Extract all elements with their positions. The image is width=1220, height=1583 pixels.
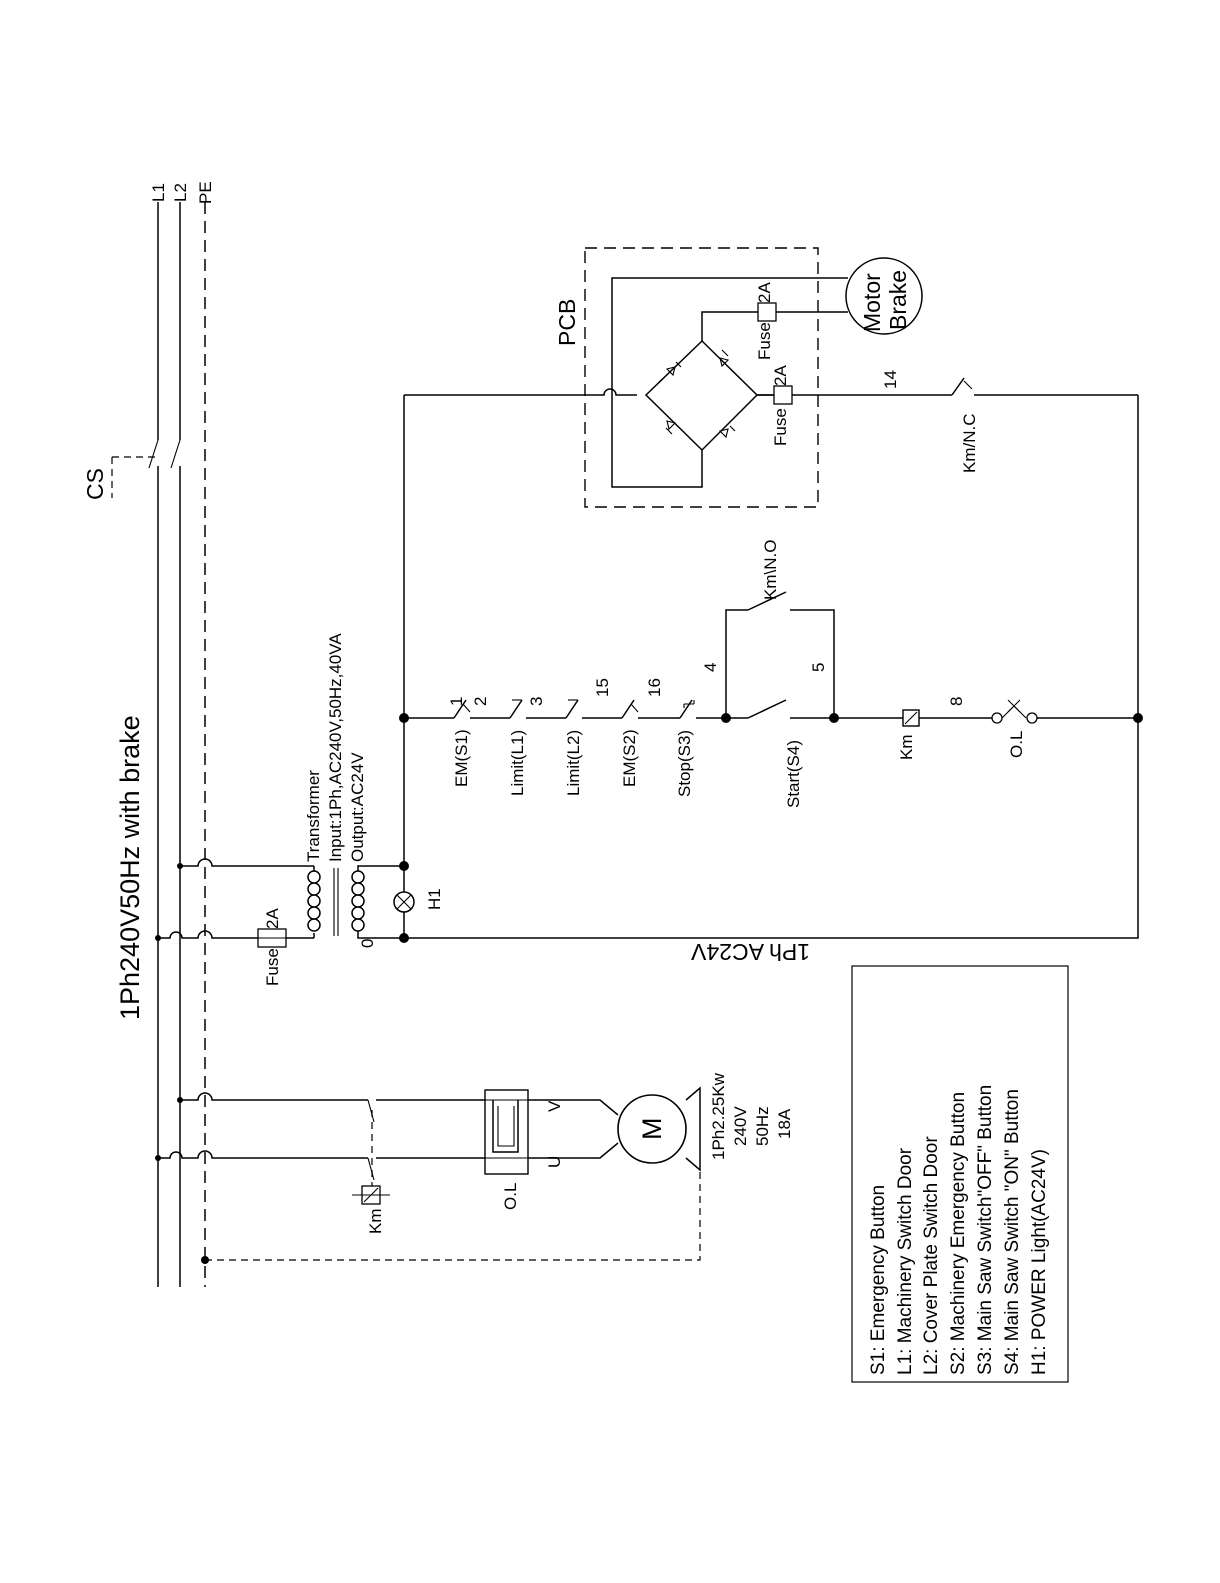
pcb-module: PCB Fuse 2A Fuse 2A Motor Brake: [554, 247, 923, 508]
motor-brake-line2: Brake: [885, 270, 911, 330]
overload-relay: [484, 1089, 529, 1175]
transformer-output: Output:AC24V: [348, 752, 367, 862]
wire-number-14: 14: [881, 370, 900, 389]
terminal-v-label: V: [545, 1100, 564, 1112]
line-label-pe: PE: [196, 181, 215, 204]
wire-number-3: 3: [527, 697, 546, 706]
lamp-label: H1: [425, 888, 444, 910]
terminal-u-label: U: [545, 1156, 564, 1168]
legend: S1: Emergency Button L1: Machinery Switc…: [851, 965, 1069, 1383]
pcb-fuse-top: [757, 302, 777, 322]
wire-number-8: 8: [947, 697, 966, 706]
wire-number-2: 2: [471, 697, 490, 706]
main-switch-cs: CS: [82, 439, 181, 500]
control-circuit: 1Ph AC24V 14 Km/N.C: [399, 370, 1143, 965]
km-no-label: Km\N.O: [761, 540, 780, 600]
legend-item-s3: S3: Main Saw Switch"OFF" Button: [975, 1085, 996, 1375]
motor-spec-power: 1Ph2.25Kw: [709, 1072, 728, 1160]
motor-brake: [845, 257, 923, 335]
pcb-fuse-bottom-rating: 2A: [771, 365, 790, 386]
wire-number-16: 16: [645, 678, 664, 697]
line-label-l2: L2: [171, 183, 190, 202]
motor-brake-line1: Motor: [859, 273, 885, 332]
limit-l2-label: Limit(L2): [564, 730, 583, 796]
diagram-title: 1Ph240V50Hz with brake: [115, 715, 145, 1020]
transformer-zero-label: 0: [358, 939, 377, 948]
motor: [617, 1094, 687, 1164]
ol-contact-label: O.L: [1007, 731, 1026, 758]
transformer-branch: Fuse 2A Transformer Input:1Ph,AC240V,50H…: [155, 633, 444, 986]
legend-item-s4: S4: Main Saw Switch "ON" Button: [1002, 1089, 1023, 1375]
motor-spec-voltage: 240V: [731, 1106, 750, 1146]
supply-voltage-label: 1Ph AC24V: [690, 939, 810, 965]
transformer-name: Transformer: [304, 770, 323, 862]
km-coil-label: Km: [897, 735, 916, 761]
legend-item-l1: L1: Machinery Switch Door: [895, 1147, 916, 1375]
pcb-fuse-bottom-label: Fuse: [771, 408, 790, 446]
em-s1-label: EM(S1): [452, 729, 471, 787]
km-nc-label: Km/N.C: [960, 414, 979, 474]
km-power-label: Km: [366, 1209, 385, 1235]
legend-item-h1: H1: POWER Light(AC24V): [1029, 1149, 1050, 1375]
pcb-fuse-top-rating: 2A: [755, 282, 774, 303]
wire-number-4: 4: [701, 663, 720, 672]
pcb-label: PCB: [554, 299, 580, 346]
stop-s3-label: Stop(S3): [675, 730, 694, 797]
ol-power-label: O.L: [501, 1183, 520, 1210]
wire-number-1: 1: [447, 697, 466, 706]
motor-spec-current: 18A: [775, 1108, 794, 1139]
fuse-label: Fuse: [263, 948, 282, 986]
pcb-fuse-top-label: Fuse: [755, 322, 774, 360]
limit-l1-label: Limit(L1): [508, 730, 527, 796]
wire-number-15: 15: [593, 678, 612, 697]
motor-symbol: M: [637, 1118, 667, 1141]
wire-number-5: 5: [809, 663, 828, 672]
start-s4-label: Start(S4): [784, 740, 803, 808]
legend-item-s2: S2: Machinery Emergency Button: [948, 1092, 969, 1375]
legend-item-s1: S1: Emergency Button: [868, 1185, 889, 1375]
em-s2-label: EM(S2): [620, 729, 639, 787]
transformer-input: Input:1Ph,AC240V,50Hz,40VA: [326, 633, 345, 862]
legend-item-l2: L2: Cover Plate Switch Door: [921, 1136, 942, 1375]
supply-lines: L1 L2 PE: [149, 181, 215, 1287]
fuse-rating: 2A: [263, 908, 282, 929]
line-label-l1: L1: [149, 183, 168, 202]
cs-label: CS: [82, 468, 108, 500]
pcb-fuse-bottom: [773, 385, 793, 405]
power-circuit: Km O.L V U M 1Ph2.25Kw 240V 50Hz 18A: [155, 1072, 794, 1264]
motor-spec-frequency: 50Hz: [753, 1106, 772, 1146]
